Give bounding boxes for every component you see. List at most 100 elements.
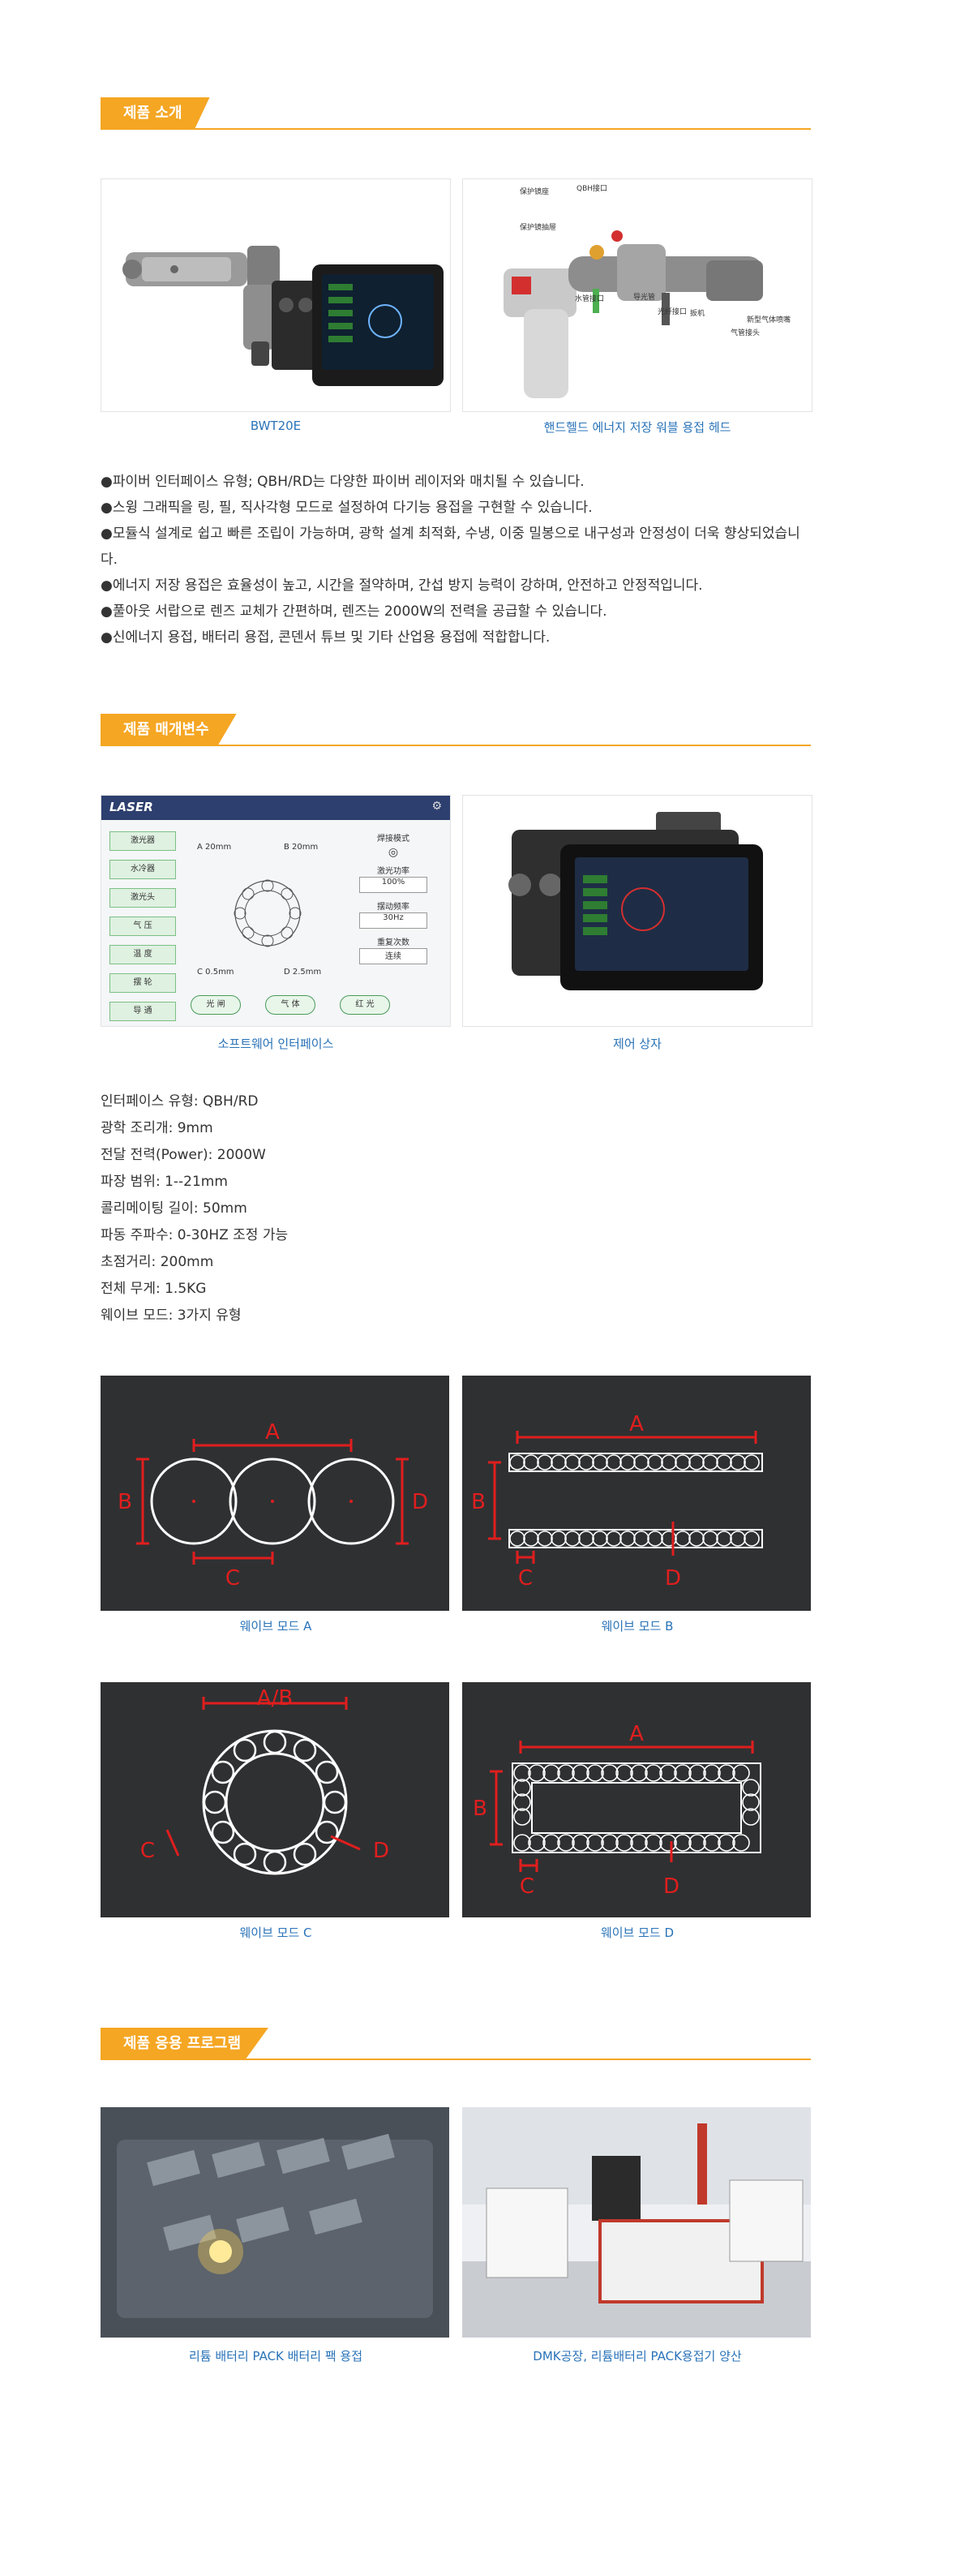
caption-wobble-head: 핸드헬드 에너지 저장 워블 용접 헤드 xyxy=(543,420,731,435)
wobble-circle xyxy=(323,1790,347,1814)
section-title-params: 제품 매개변수 xyxy=(101,714,237,746)
software-titlebar: LASER ⚙ xyxy=(101,796,450,820)
spec-item: 광학 조리개: 9mm xyxy=(101,1120,213,1136)
wobble-circle xyxy=(674,1834,692,1852)
wave-mode-b-diagram: A B C D xyxy=(462,1376,811,1611)
red-light-button[interactable]: 红 光 xyxy=(340,995,390,1015)
software-brand: LASER xyxy=(109,800,153,814)
head-label: QBH接口 xyxy=(577,183,607,193)
laser-power-value[interactable]: 100% xyxy=(359,877,427,893)
wobble-circle xyxy=(742,1779,760,1797)
wobble-circle xyxy=(551,1531,567,1547)
wobble-circle xyxy=(523,1454,539,1470)
wobble-circle xyxy=(315,1760,339,1784)
wobble-circle xyxy=(293,1842,317,1866)
wobble-circle xyxy=(564,1454,581,1470)
wobble-circle xyxy=(630,1764,648,1782)
wobble-circle xyxy=(730,1454,746,1470)
caption-bwt20e: BWT20E xyxy=(250,419,302,433)
feature-item: ●스윙 그래픽을 링, 필, 직사각형 모드로 설정하여 다기능 용접을 구현할… xyxy=(101,500,593,516)
caption-control-box: 제어 상자 xyxy=(613,1037,662,1051)
application-image-dmk-factory xyxy=(462,2107,811,2338)
head-label: 光纤接口 xyxy=(658,307,687,316)
wobble-circle xyxy=(601,1834,619,1852)
wobble-circle xyxy=(661,1531,677,1547)
wobble-freq-value[interactable]: 30Hz xyxy=(359,912,427,929)
wobble-circle xyxy=(716,1454,732,1470)
wobble-circle xyxy=(744,1531,760,1547)
wobble-circle xyxy=(718,1764,735,1782)
wobble-circle xyxy=(592,1454,608,1470)
head-label: 保护镜抽屉 xyxy=(520,222,556,232)
head-label: 扳机 xyxy=(690,308,705,318)
caption-dmk-factory: DMK공장, 리튬배터리 PACK용접기 양산 xyxy=(533,2349,742,2363)
head-label: 导光管 xyxy=(633,292,655,302)
wobble-circle xyxy=(606,1454,622,1470)
mode-a-label: C xyxy=(225,1566,240,1591)
spec-item: 웨이브 모드: 3가지 유형 xyxy=(101,1307,242,1324)
section-title-intro: 제품 소개 xyxy=(101,97,210,130)
mode-d-label: A xyxy=(629,1722,644,1746)
wobble-circle xyxy=(732,1834,750,1852)
mode-d-label: D xyxy=(663,1874,679,1899)
wobble-circle xyxy=(263,1730,287,1754)
spec-list: 인터페이스 유형: QBH/RD 광학 조리개: 9mm 전달 전력(Power… xyxy=(101,1088,668,1329)
mode-c-label: D xyxy=(373,1839,389,1863)
wobble-circle xyxy=(661,1454,677,1470)
shutter-button[interactable]: 光 闸 xyxy=(191,995,241,1015)
spec-item: 파동 주파수: 0-30HZ 조정 가능 xyxy=(101,1227,289,1243)
wobble-circle xyxy=(293,1738,317,1762)
wobble-circle xyxy=(586,1834,604,1852)
feature-item: ●모듈식 설계로 쉽고 빠른 조립이 가능하며, 광학 설계 최적화, 수냉, … xyxy=(101,526,800,568)
feature-item: ●파이버 인터페이스 유형; QBH/RD는 다양한 파이버 레이저와 매치될 … xyxy=(101,474,585,490)
wobble-circle xyxy=(659,1834,677,1852)
wobble-circle xyxy=(633,1454,649,1470)
wobble-circle xyxy=(688,1531,705,1547)
repeat-count-value[interactable]: 连续 xyxy=(359,948,427,964)
wobble-circle xyxy=(703,1834,721,1852)
caption-battery-pack: 리튬 배터리 PACK 배터리 팩 용접 xyxy=(188,2349,363,2363)
wobble-circle xyxy=(211,1760,235,1784)
wobble-circle xyxy=(630,1834,648,1852)
spec-item: 전달 전력(Power): 2000W xyxy=(101,1147,266,1163)
wobble-circle xyxy=(211,1820,235,1844)
wobble-circle xyxy=(619,1531,636,1547)
laser-power-label: 激光功率 xyxy=(377,867,409,876)
caption-mode-d: 웨이브 모드 D xyxy=(600,1926,675,1940)
wobble-circle xyxy=(703,1764,721,1782)
spec-item: 파장 범위: 1--21mm xyxy=(101,1174,228,1190)
wobble-circle xyxy=(615,1764,633,1782)
caption-mode-a: 웨이브 모드 A xyxy=(239,1619,312,1634)
wobble-circle xyxy=(528,1834,546,1852)
mode-b-label: B xyxy=(471,1490,486,1514)
control-box-image xyxy=(462,795,812,1027)
wobble-circle xyxy=(578,1454,594,1470)
repeat-count-label: 重复次数 xyxy=(377,938,409,947)
wobble-circle xyxy=(732,1764,750,1782)
wobble-circle xyxy=(542,1834,560,1852)
application-image-battery-pack xyxy=(101,2107,449,2338)
wobble-circle xyxy=(542,1764,560,1782)
wobble-circle xyxy=(619,1454,636,1470)
section-header-params: 제품 매개변수 xyxy=(101,714,811,746)
wave-mode-d-diagram: A B C D xyxy=(462,1682,811,1917)
wobble-circle xyxy=(263,1850,287,1874)
wobble-circle xyxy=(716,1531,732,1547)
wobble-circle xyxy=(742,1793,760,1811)
wobble-circle xyxy=(645,1834,662,1852)
wobble-circle xyxy=(742,1808,760,1826)
wobble-circle xyxy=(718,1834,735,1852)
feature-item: ●에너지 저장 용접은 효율성이 높고, 시간을 절약하며, 간섭 방지 능력이… xyxy=(101,577,703,594)
section-divider xyxy=(101,2059,811,2060)
wobble-circle xyxy=(592,1531,608,1547)
section-header-intro: 제품 소개 xyxy=(101,97,811,130)
wobble-circle xyxy=(537,1454,553,1470)
software-menu-item: 摆 轮 xyxy=(109,973,176,993)
wobble-circle xyxy=(557,1834,575,1852)
gas-button[interactable]: 气 体 xyxy=(265,995,315,1015)
software-right-panel: 焊接模式 ◎ 激光功率 100% 摆动频率 30Hz 重复次数 连续 xyxy=(345,831,442,964)
product-image-wobble-head: 保护镜座 QBH接口 保护镜抽屉 水管接口 扳机 气管接头 导光管 光纤接口 新… xyxy=(462,178,812,412)
wobble-circle xyxy=(688,1834,706,1852)
wobble-ring-preview xyxy=(234,879,302,947)
feature-item: ●신에너지 용접, 배터리 용접, 콘덴서 튜브 및 기타 산업용 용접에 적합… xyxy=(101,629,551,646)
